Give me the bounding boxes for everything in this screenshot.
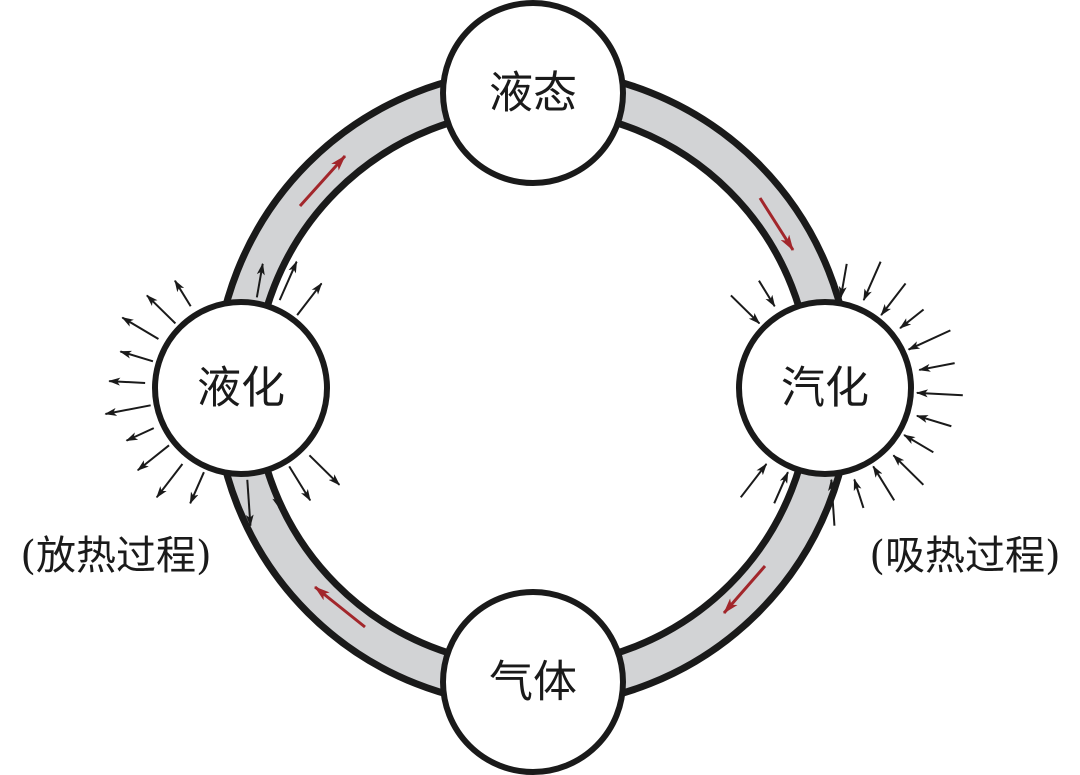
heat-in-arrow-17 bbox=[730, 294, 761, 325]
flow-arrows bbox=[298, 154, 795, 629]
node-top-label: 液态 bbox=[489, 68, 577, 119]
node-bottom: 气体 bbox=[440, 589, 626, 775]
flow-arrow-3 bbox=[722, 565, 767, 614]
flow-arrow-4 bbox=[314, 585, 366, 629]
node-left-label: 液化 bbox=[197, 363, 285, 414]
heat-release-arrows bbox=[104, 260, 341, 527]
heat-out-arrow-16 bbox=[121, 316, 159, 340]
node-bottom-circle bbox=[440, 589, 626, 775]
heat-in-arrow-1 bbox=[915, 389, 963, 398]
node-left-circle bbox=[152, 299, 330, 477]
ring-inner bbox=[251, 106, 815, 670]
heat-in-arrow-23 bbox=[880, 282, 907, 316]
node-right-circle bbox=[736, 299, 914, 477]
heat-out-arrow-7 bbox=[245, 479, 254, 527]
heat-in-arrow-7 bbox=[828, 478, 837, 526]
heat-in-arrow-4 bbox=[892, 454, 925, 486]
heat-in-arrow-10 bbox=[739, 463, 768, 498]
node-top-circle bbox=[440, 0, 626, 186]
heat-out-arrow-12 bbox=[125, 427, 155, 442]
note-right-label: (吸热过程) bbox=[869, 533, 1060, 579]
flow-arrow-1 bbox=[298, 154, 347, 208]
heat-out-arrow-18 bbox=[174, 279, 192, 307]
heat-out-arrow-11 bbox=[136, 444, 170, 472]
node-right-label: 汽化 bbox=[781, 363, 869, 414]
heat-out-arrow-5 bbox=[288, 465, 312, 502]
node-top: 液态 bbox=[440, 0, 626, 186]
heat-in-arrow-25 bbox=[907, 329, 951, 351]
heat-in-arrow-26 bbox=[918, 362, 955, 372]
heat-in-arrow-18 bbox=[758, 280, 776, 308]
heat-out-arrow-22 bbox=[278, 260, 298, 301]
heat-absorb-arrows bbox=[730, 261, 963, 526]
node-bottom-label: 气体 bbox=[489, 657, 577, 708]
heat-out-arrow-15 bbox=[119, 350, 154, 363]
heat-in-arrow-24 bbox=[899, 308, 925, 329]
node-left: 液化 bbox=[152, 299, 330, 477]
heat-in-arrow-9 bbox=[773, 471, 789, 504]
note-left-label: (放热过程) bbox=[20, 533, 211, 579]
heat-out-arrow-21 bbox=[255, 262, 265, 298]
heat-out-arrow-13 bbox=[104, 404, 151, 416]
heat-in-arrow-2 bbox=[915, 414, 952, 428]
node-right: 汽化 bbox=[736, 299, 914, 477]
heat-out-arrow-17 bbox=[146, 294, 177, 325]
heat-out-arrow-6 bbox=[269, 479, 281, 509]
heat-out-arrow-14 bbox=[108, 377, 146, 386]
heat-out-arrow-23 bbox=[296, 282, 323, 316]
heat-out-arrow-4 bbox=[308, 454, 341, 486]
heat-in-arrow-21 bbox=[838, 263, 848, 299]
heat-out-arrow-10 bbox=[155, 463, 184, 499]
heat-in-arrow-6 bbox=[853, 478, 865, 509]
heat-in-arrow-5 bbox=[872, 465, 896, 501]
heat-out-arrow-9 bbox=[189, 471, 205, 505]
heat-in-arrow-3 bbox=[903, 434, 934, 454]
heat-in-arrow-22 bbox=[862, 261, 882, 302]
flow-arrow-2 bbox=[758, 197, 795, 251]
